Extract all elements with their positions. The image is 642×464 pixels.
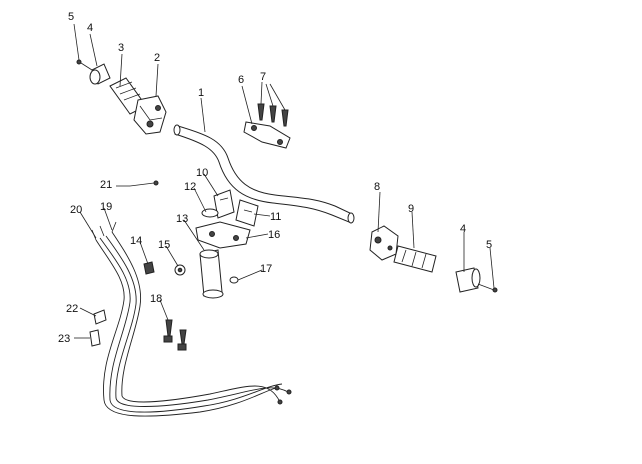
callout-15: 15 xyxy=(158,239,170,251)
riser-washer xyxy=(201,208,219,218)
riser-right xyxy=(235,199,259,227)
callout-22: 22 xyxy=(66,303,78,315)
handlebar xyxy=(173,124,355,224)
callout-4-right: 4 xyxy=(460,223,466,235)
throttle-housing xyxy=(133,95,167,135)
callout-10: 10 xyxy=(196,167,208,179)
callout-5-right: 5 xyxy=(486,239,492,251)
left-bar-end-screw xyxy=(76,59,93,71)
right-grip xyxy=(393,245,437,273)
callout-3: 3 xyxy=(118,42,124,54)
leader-lines xyxy=(73,23,495,339)
callout-17: 17 xyxy=(260,263,272,275)
stem-holder xyxy=(199,249,224,299)
bolt-14 xyxy=(143,261,155,275)
callout-23: 23 xyxy=(58,333,70,345)
callout-20: 20 xyxy=(70,204,82,216)
callout-4-left: 4 xyxy=(87,22,93,34)
callout-16: 16 xyxy=(268,229,280,241)
bolts-18 xyxy=(163,319,187,351)
nut-15 xyxy=(174,264,186,276)
callout-21: 21 xyxy=(100,179,112,191)
washer-17 xyxy=(229,276,239,284)
right-switch-housing xyxy=(369,225,399,261)
control-cables xyxy=(91,221,292,417)
callout-labels: 5 4 3 2 1 6 7 21 10 12 11 20 19 13 16 14… xyxy=(58,11,492,345)
callout-7: 7 xyxy=(260,71,266,83)
callout-12: 12 xyxy=(184,181,196,193)
cable-clip-23 xyxy=(89,329,101,347)
callout-9: 9 xyxy=(408,203,414,215)
left-bar-end-weight xyxy=(89,63,111,85)
callout-1: 1 xyxy=(198,87,204,99)
clamp-bolts xyxy=(257,103,289,127)
callout-19: 19 xyxy=(100,201,112,213)
screw-21 xyxy=(129,180,159,187)
upper-clamp xyxy=(243,121,291,149)
cable-clip-22 xyxy=(93,309,107,325)
right-bar-end-screw xyxy=(477,283,498,293)
callout-13: 13 xyxy=(176,213,188,225)
callout-11: 11 xyxy=(270,211,281,223)
callout-14: 14 xyxy=(130,235,142,247)
callout-8: 8 xyxy=(374,181,380,193)
callout-18: 18 xyxy=(150,293,162,305)
callout-6: 6 xyxy=(238,74,244,86)
callout-5-left: 5 xyxy=(68,11,74,23)
callout-2: 2 xyxy=(154,52,160,64)
top-clamp-plate xyxy=(195,221,251,249)
right-bar-end-weight xyxy=(455,267,481,293)
